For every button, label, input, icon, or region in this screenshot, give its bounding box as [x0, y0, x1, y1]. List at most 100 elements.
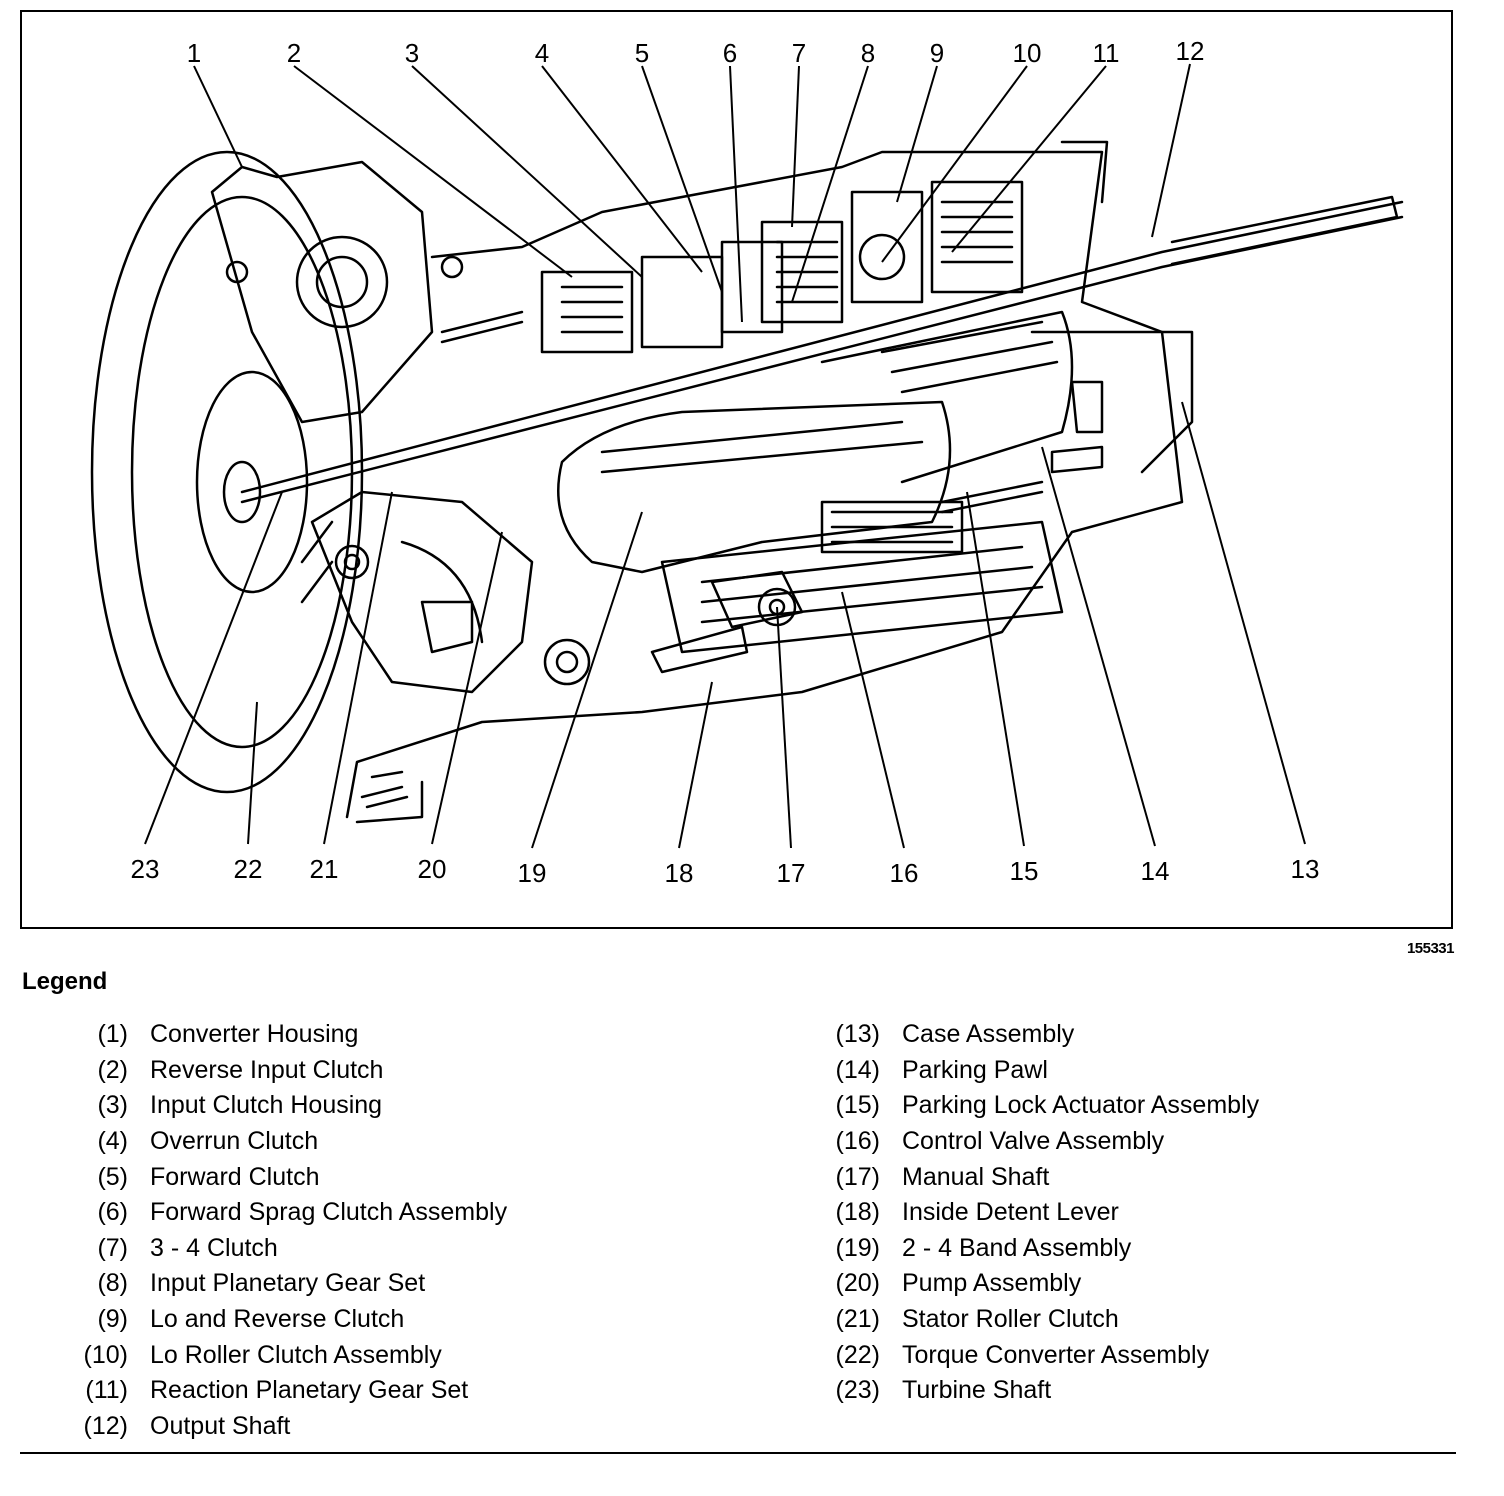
legend-title: Legend — [22, 968, 108, 995]
callout-leader-line — [1041, 446, 1156, 847]
callout-leader-line — [144, 491, 283, 845]
callout-leader-line — [641, 65, 723, 293]
callout-number: 14 — [1141, 856, 1170, 886]
legend-item: (10) Lo Roller Clutch Assembly — [60, 1337, 507, 1373]
legend-item-label: Input Planetary Gear Set — [150, 1269, 426, 1298]
callout-number: 4 — [535, 38, 549, 68]
callout-leader-line — [791, 65, 800, 228]
legend-item: (7)3 - 4 Clutch — [60, 1231, 507, 1267]
callout-number: 1 — [187, 38, 201, 68]
legend-item-number: (10) — [83, 1340, 128, 1369]
legend-item-label: Input Clutch Housing — [150, 1091, 383, 1120]
callout-number: 2 — [287, 38, 301, 68]
legend-item-label: Parking Lock Actuator Assembly — [902, 1091, 1260, 1120]
callout-number: 16 — [890, 858, 919, 888]
legend-item-number: (4) — [97, 1127, 128, 1156]
legend-item: (21) Stator Roller Clutch — [812, 1302, 1259, 1338]
legend-item: (3)Input Clutch Housing — [60, 1088, 507, 1124]
callout-leader-line — [896, 65, 938, 203]
legend-item-number: (14) — [835, 1055, 880, 1084]
legend-item: (4) Overrun Clutch — [60, 1124, 507, 1160]
transmission-drawing — [90, 140, 1404, 824]
callout-number: 13 — [1291, 854, 1320, 884]
legend-item-label: Turbine Shaft — [902, 1376, 1052, 1405]
legend-item-label: Case Assembly — [902, 1020, 1075, 1049]
callout-leader-line — [966, 491, 1025, 847]
legend-item-number: (6) — [97, 1198, 128, 1227]
callout-leader-line — [1181, 401, 1306, 845]
callout-leader-line — [411, 65, 643, 278]
callout-number: 19 — [518, 858, 547, 888]
callout-number: 20 — [418, 854, 447, 884]
legend-item-label: Pump Assembly — [902, 1269, 1082, 1298]
legend-item-number: (12) — [83, 1411, 128, 1440]
legend-item-number: (18) — [835, 1198, 880, 1227]
callout-number: 3 — [405, 38, 419, 68]
callout-leader-line — [776, 606, 792, 849]
callout-leader-line — [541, 65, 703, 273]
callout-number: 17 — [777, 858, 806, 888]
callout-number: 9 — [930, 38, 944, 68]
callout-number: 8 — [861, 38, 875, 68]
legend-item: (6)Forward Sprag Clutch Assembly — [60, 1195, 507, 1231]
legend-item-label: Parking Pawl — [902, 1055, 1048, 1084]
legend-item-label: Reaction Planetary Gear Set — [150, 1376, 469, 1405]
legend-item-number: (8) — [97, 1269, 128, 1298]
legend-item-label: Torque Converter Assembly — [902, 1340, 1210, 1369]
legend-item-label: 2 - 4 Band Assembly — [902, 1233, 1132, 1262]
legend-item-label: Control Valve Assembly — [902, 1127, 1165, 1156]
legend-item: (22) Torque Converter Assembly — [812, 1337, 1259, 1373]
legend-item: (18) Inside Detent Lever — [812, 1195, 1259, 1231]
legend-item: (12) Output Shaft — [60, 1409, 507, 1445]
callout-number: 15 — [1010, 856, 1039, 886]
legend-item-label: Manual Shaft — [902, 1162, 1050, 1191]
legend-item-number: (7) — [97, 1233, 128, 1262]
legend-item-label: Inside Detent Lever — [902, 1198, 1119, 1227]
legend-item-label: Lo and Reverse Clutch — [150, 1305, 405, 1334]
legend-item: (20)Pump Assembly — [812, 1266, 1259, 1302]
legend-item: (2)Reverse Input Clutch — [60, 1053, 507, 1089]
callout-leader-line — [247, 701, 258, 845]
callout-leader-line — [791, 65, 869, 303]
callout-number: 22 — [234, 854, 263, 884]
legend-item-label: Lo Roller Clutch Assembly — [150, 1340, 442, 1369]
legend-item: (11)Reaction Planetary Gear Set — [60, 1373, 507, 1409]
legend-item: (16) Control Valve Assembly — [812, 1124, 1259, 1160]
callout-leader-line — [729, 65, 743, 323]
legend-item-number: (16) — [835, 1127, 880, 1156]
callout-leader-line — [531, 511, 643, 849]
legend-item-number: (22) — [835, 1340, 880, 1369]
callout-leader-line — [841, 591, 905, 849]
callout-number: 23 — [131, 854, 160, 884]
legend-item-number: (21) — [835, 1305, 880, 1334]
legend-item: (5)Forward Clutch — [60, 1159, 507, 1195]
legend-item: (13)Case Assembly — [812, 1017, 1259, 1053]
legend-item: (9)Lo and Reverse Clutch — [60, 1302, 507, 1338]
legend-item-label: Overrun Clutch — [150, 1127, 319, 1156]
callout-number: 12 — [1176, 36, 1205, 66]
legend-item: (8) Input Planetary Gear Set — [60, 1266, 507, 1302]
legend-item-number: (19) — [835, 1233, 880, 1262]
legend-item-number: (15) — [835, 1091, 880, 1120]
legend-item-label: Output Shaft — [150, 1411, 291, 1440]
legend-item: (23) Turbine Shaft — [812, 1373, 1259, 1409]
legend-item-number: (23) — [835, 1376, 880, 1405]
callout-leader-line — [1151, 63, 1191, 238]
legend-item: (15) Parking Lock Actuator Assembly — [812, 1088, 1260, 1124]
legend-item: (17) Manual Shaft — [812, 1159, 1259, 1195]
callout-leader-line — [678, 681, 713, 849]
legend-item: (1)Converter Housing — [60, 1017, 507, 1053]
callout-number: 18 — [665, 858, 694, 888]
bottom-divider — [20, 1452, 1456, 1454]
callout-leader-line — [951, 65, 1107, 253]
callout-leader-line — [193, 65, 243, 168]
legend-item-label: Stator Roller Clutch — [902, 1305, 1119, 1334]
legend-item-number: (17) — [835, 1162, 880, 1191]
figure-id-number: 155331 — [1406, 940, 1455, 957]
callout-leader-line — [881, 65, 1028, 263]
callout-leader-lines — [144, 63, 1306, 849]
callout-number: 11 — [1093, 38, 1120, 68]
legend-right-column: (13)Case Assembly(14) Parking Pawl (15) Par… — [812, 1017, 1260, 1409]
